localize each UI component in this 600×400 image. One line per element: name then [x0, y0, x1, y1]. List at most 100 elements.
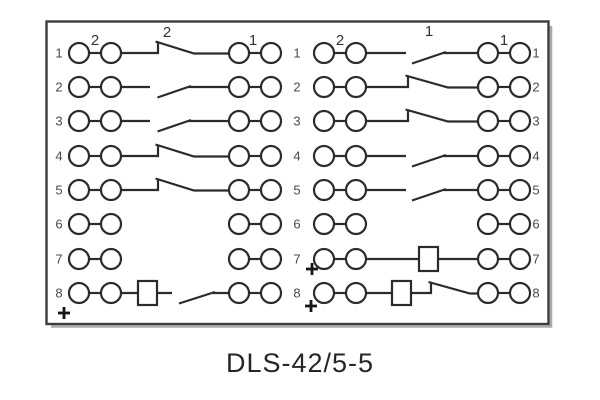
model-title: DLS-42/5-5 [225, 348, 375, 378]
right-bank-left-pair [312, 41, 368, 65]
terminal [508, 144, 532, 168]
plus-mark-right-bank-upper [306, 263, 318, 275]
contact-wire [121, 118, 229, 133]
terminal [476, 178, 500, 202]
terminal [67, 178, 91, 202]
terminal [312, 178, 336, 202]
right-bank-right-pair [476, 109, 532, 133]
left-bank-right-pair [227, 41, 283, 65]
contact-wire [121, 290, 229, 305]
right-bank-right-pair [476, 247, 532, 271]
contact-label-right-group-pair: 2 [336, 32, 344, 49]
terminal [344, 281, 368, 305]
terminal [508, 75, 532, 99]
terminal [344, 144, 368, 168]
left-bank-right-pair [227, 212, 283, 236]
row-number: 7 [532, 252, 539, 267]
row-number: 3 [532, 114, 539, 129]
row-number: 2 [293, 80, 300, 95]
right-bank-left-pair [312, 247, 368, 271]
contact-plain [366, 187, 478, 202]
left-bank-left-pair [67, 144, 123, 168]
contact-wire [366, 280, 478, 295]
right-bank-left-pair [312, 144, 368, 168]
row-number: 5 [293, 183, 300, 198]
right-bank-left-pair [312, 212, 368, 236]
terminal [312, 281, 336, 305]
contact-plain [121, 118, 229, 133]
terminal [344, 75, 368, 99]
terminal [67, 75, 91, 99]
row-number: 1 [55, 46, 62, 61]
left-bank-right-pair [227, 109, 283, 133]
terminal [259, 144, 283, 168]
terminal [344, 212, 368, 236]
terminal [99, 75, 123, 99]
contact-coil-hook [366, 279, 478, 307]
terminal-row-2: 2 2 2 [55, 74, 540, 99]
terminal [508, 109, 532, 133]
terminal [227, 75, 251, 99]
left-bank-right-pair [227, 144, 283, 168]
contact-wire [366, 108, 478, 123]
terminal [227, 247, 251, 271]
terminal [508, 41, 532, 65]
row-number: 2 [532, 80, 539, 95]
coil-rect [136, 279, 159, 307]
contact-wire [121, 177, 229, 192]
terminal [227, 212, 251, 236]
right-bank-left-pair [312, 109, 368, 133]
contact-label-right-group-switch: 1 [425, 23, 433, 40]
row-number: 5 [532, 183, 539, 198]
contact-plain [366, 50, 478, 65]
coil-rect [390, 279, 413, 307]
row-number: 8 [532, 286, 539, 301]
terminal [344, 41, 368, 65]
terminal [67, 109, 91, 133]
terminal [312, 109, 336, 133]
row-number: 2 [55, 80, 62, 95]
terminal [99, 109, 123, 133]
contact-hook [366, 74, 478, 89]
contact-wire [366, 50, 478, 65]
plus-mark-left-bank-bottom [58, 307, 70, 319]
row-number: 7 [55, 252, 62, 267]
row-number: 5 [55, 183, 62, 198]
left-bank-left-pair [67, 281, 123, 305]
terminal [476, 75, 500, 99]
row-number: 3 [55, 114, 62, 129]
row-number: 1 [532, 46, 539, 61]
terminal [508, 281, 532, 305]
row-number: 6 [532, 217, 539, 232]
terminal [508, 247, 532, 271]
terminal [227, 281, 251, 305]
terminal [259, 178, 283, 202]
terminal [508, 212, 532, 236]
terminal [67, 41, 91, 65]
contact-hook [121, 177, 229, 192]
row-number: 7 [293, 252, 300, 267]
terminal [259, 41, 283, 65]
terminal [259, 247, 283, 271]
contact-label-left-group-switch: 2 [163, 24, 171, 41]
terminal [344, 109, 368, 133]
panel-shadow [51, 26, 553, 328]
terminal [99, 178, 123, 202]
left-bank-left-pair [67, 247, 123, 271]
terminal [99, 144, 123, 168]
left-bank-left-pair [67, 109, 123, 133]
terminal-row-5: 5 5 5 [55, 177, 540, 202]
contact-coil [366, 245, 478, 273]
terminal [227, 178, 251, 202]
terminal-row-7: 7 7 7 [55, 245, 540, 273]
terminal [227, 109, 251, 133]
terminal [227, 41, 251, 65]
terminal [312, 41, 336, 65]
contact-plain [366, 153, 478, 168]
